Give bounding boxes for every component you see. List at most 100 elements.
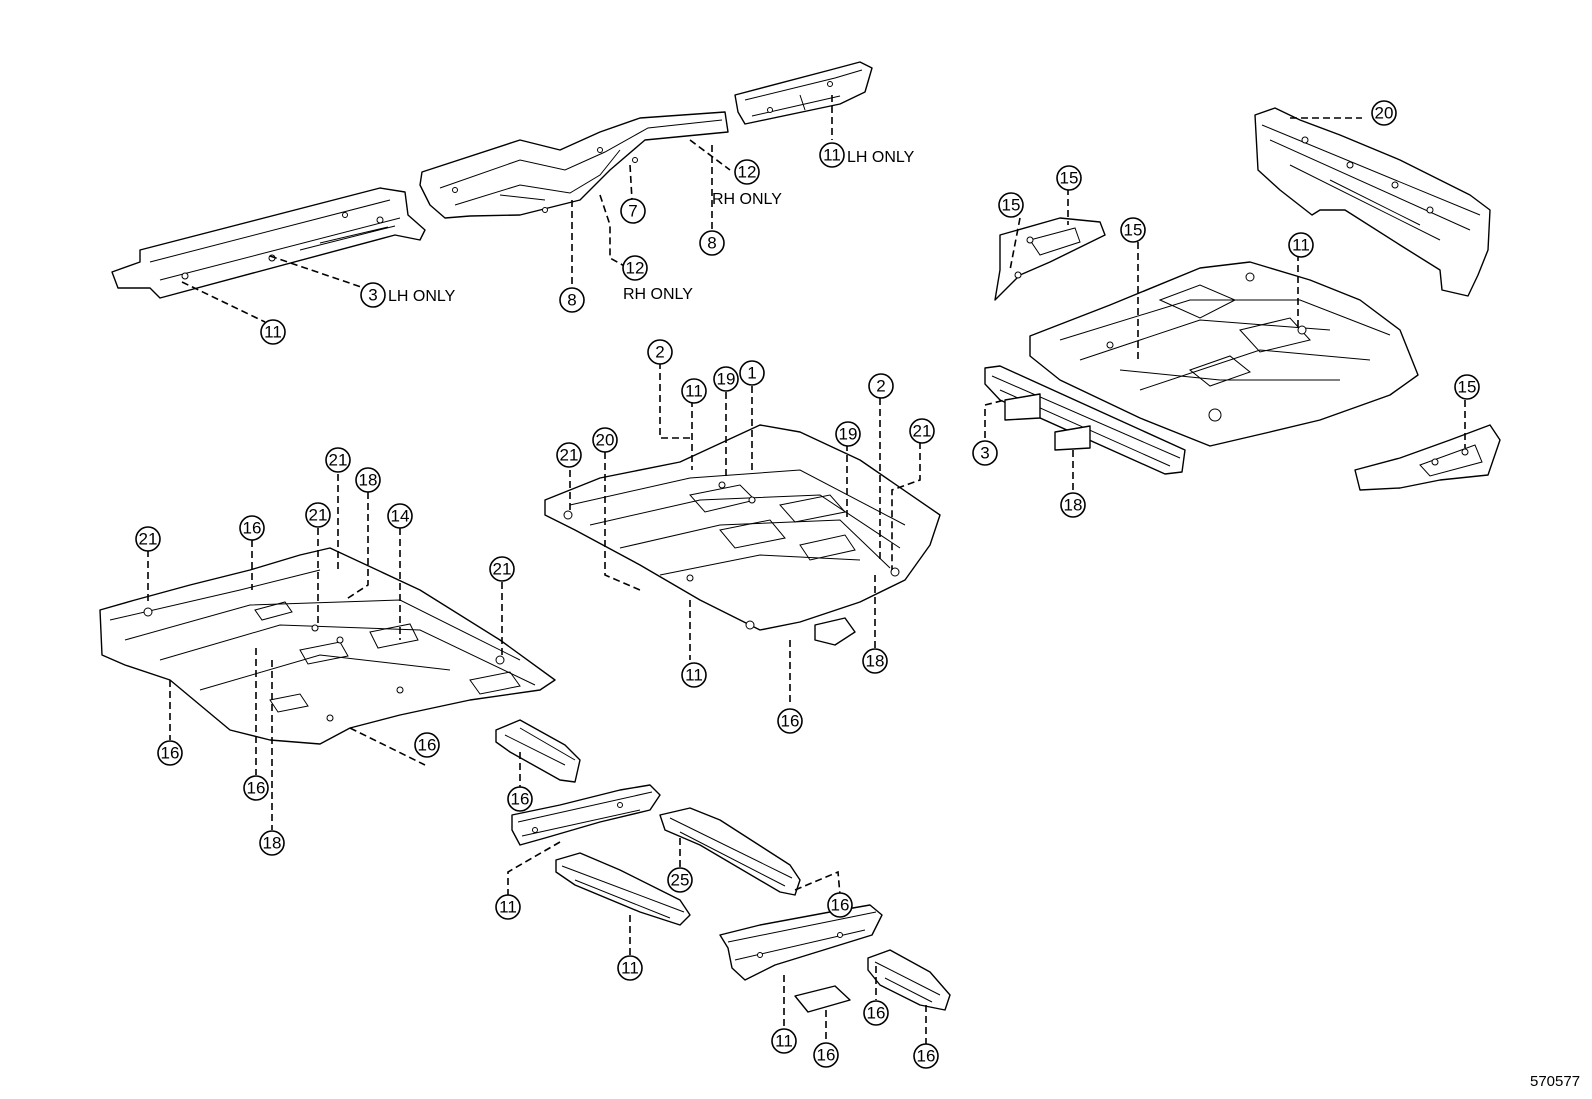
callout-14: 14 — [387, 503, 413, 529]
callout-21: 21 — [135, 526, 161, 552]
rear-floor-cross-member — [984, 365, 1186, 475]
rh-only-note: RH ONLY — [712, 191, 782, 208]
callout-11: 11 — [681, 378, 707, 404]
svg-text:11: 11 — [823, 146, 841, 165]
bracket-16-upper — [495, 719, 581, 783]
callout-20: 20 — [1371, 100, 1397, 126]
callout-18: 18 — [862, 648, 888, 674]
svg-text:16: 16 — [867, 1004, 886, 1023]
svg-text:16: 16 — [243, 519, 262, 538]
callout-12: 12 — [622, 255, 648, 281]
reference-number: 570577 — [1530, 1073, 1580, 1090]
svg-text:16: 16 — [161, 744, 180, 763]
bracket-16-lower-right — [867, 949, 951, 1011]
callout-3: 3 — [972, 440, 998, 466]
callout-16: 16 — [507, 786, 533, 812]
svg-text:11: 11 — [264, 323, 282, 342]
svg-text:21: 21 — [493, 560, 512, 579]
svg-text:16: 16 — [917, 1047, 936, 1066]
callout-16: 16 — [157, 740, 183, 766]
callout-11: 11 — [495, 894, 521, 920]
svg-text:19: 19 — [839, 425, 858, 444]
callout-15: 15 — [1454, 374, 1480, 400]
svg-text:2: 2 — [876, 377, 885, 396]
svg-text:16: 16 — [781, 712, 800, 731]
center-floor-pan — [544, 424, 941, 631]
callout-21: 21 — [556, 442, 582, 468]
floor-side-member-extension — [419, 111, 729, 219]
callout-21: 21 — [909, 418, 935, 444]
svg-text:11: 11 — [775, 1032, 793, 1051]
plate-16 — [794, 985, 851, 1013]
callout-16: 16 — [827, 892, 853, 918]
callout-3: 3 — [360, 282, 386, 308]
bracket-15-left — [994, 217, 1106, 301]
floor-member-front-lh — [734, 61, 873, 125]
callout-16: 16 — [414, 732, 440, 758]
floor-member-lower-11 — [555, 852, 691, 926]
lh-only-note: LH ONLY — [388, 288, 456, 305]
svg-text:21: 21 — [309, 506, 328, 525]
bracket-15-right — [1354, 424, 1501, 491]
callout-7: 7 — [620, 198, 646, 224]
callout-19: 19 — [713, 366, 739, 392]
svg-text:21: 21 — [560, 446, 579, 465]
svg-text:11: 11 — [1292, 236, 1310, 255]
floor-cross-member-rear — [719, 904, 883, 981]
svg-text:16: 16 — [247, 779, 266, 798]
svg-text:15: 15 — [1458, 378, 1477, 397]
svg-text:21: 21 — [329, 451, 348, 470]
svg-text:1: 1 — [747, 364, 756, 383]
callout-2: 2 — [868, 373, 894, 399]
callout-12: 12 — [734, 159, 760, 185]
svg-text:18: 18 — [359, 471, 378, 490]
svg-text:11: 11 — [499, 898, 517, 917]
svg-text:2: 2 — [655, 343, 664, 362]
svg-text:15: 15 — [1060, 169, 1079, 188]
front-floor-pan — [99, 547, 556, 745]
svg-text:18: 18 — [1064, 496, 1083, 515]
center-floor-bracket — [814, 617, 856, 646]
callout-2: 2 — [647, 339, 673, 365]
callout-11: 11 — [819, 142, 845, 168]
callout-21: 21 — [325, 447, 351, 473]
callout-11: 11 — [1288, 232, 1314, 258]
callout-16: 16 — [913, 1043, 939, 1069]
floor-cross-member-25 — [659, 807, 801, 896]
svg-text:20: 20 — [596, 431, 615, 450]
callout-8: 8 — [699, 230, 725, 256]
svg-text:7: 7 — [628, 202, 637, 221]
callout-19: 19 — [835, 421, 861, 447]
callout-15: 15 — [1056, 165, 1082, 191]
callout-16: 16 — [863, 1000, 889, 1026]
svg-text:12: 12 — [738, 163, 757, 182]
floor-side-member-rear-lh — [111, 187, 426, 299]
svg-text:8: 8 — [707, 234, 716, 253]
svg-text:3: 3 — [980, 444, 989, 463]
svg-text:11: 11 — [685, 666, 703, 685]
callout-1: 1 — [739, 360, 765, 386]
svg-text:21: 21 — [139, 530, 158, 549]
svg-text:12: 12 — [626, 259, 645, 278]
callout-16: 16 — [813, 1042, 839, 1068]
svg-text:3: 3 — [368, 286, 377, 305]
callout-21: 21 — [305, 502, 331, 528]
svg-text:16: 16 — [831, 896, 850, 915]
svg-text:18: 18 — [263, 834, 282, 853]
callout-20: 20 — [592, 427, 618, 453]
svg-text:20: 20 — [1375, 104, 1394, 123]
rh-only-note: RH ONLY — [623, 286, 693, 303]
callout-15: 15 — [998, 192, 1024, 218]
callout-11: 11 — [681, 662, 707, 688]
svg-text:25: 25 — [671, 871, 690, 890]
svg-text:19: 19 — [717, 370, 736, 389]
callout-16: 16 — [243, 775, 269, 801]
callout-21: 21 — [489, 556, 515, 582]
leader-lines — [147, 95, 1466, 1045]
callout-18: 18 — [1060, 492, 1086, 518]
callout-11: 11 — [771, 1028, 797, 1054]
svg-text:11: 11 — [621, 959, 639, 978]
callout-11: 11 — [617, 955, 643, 981]
svg-text:15: 15 — [1124, 221, 1143, 240]
